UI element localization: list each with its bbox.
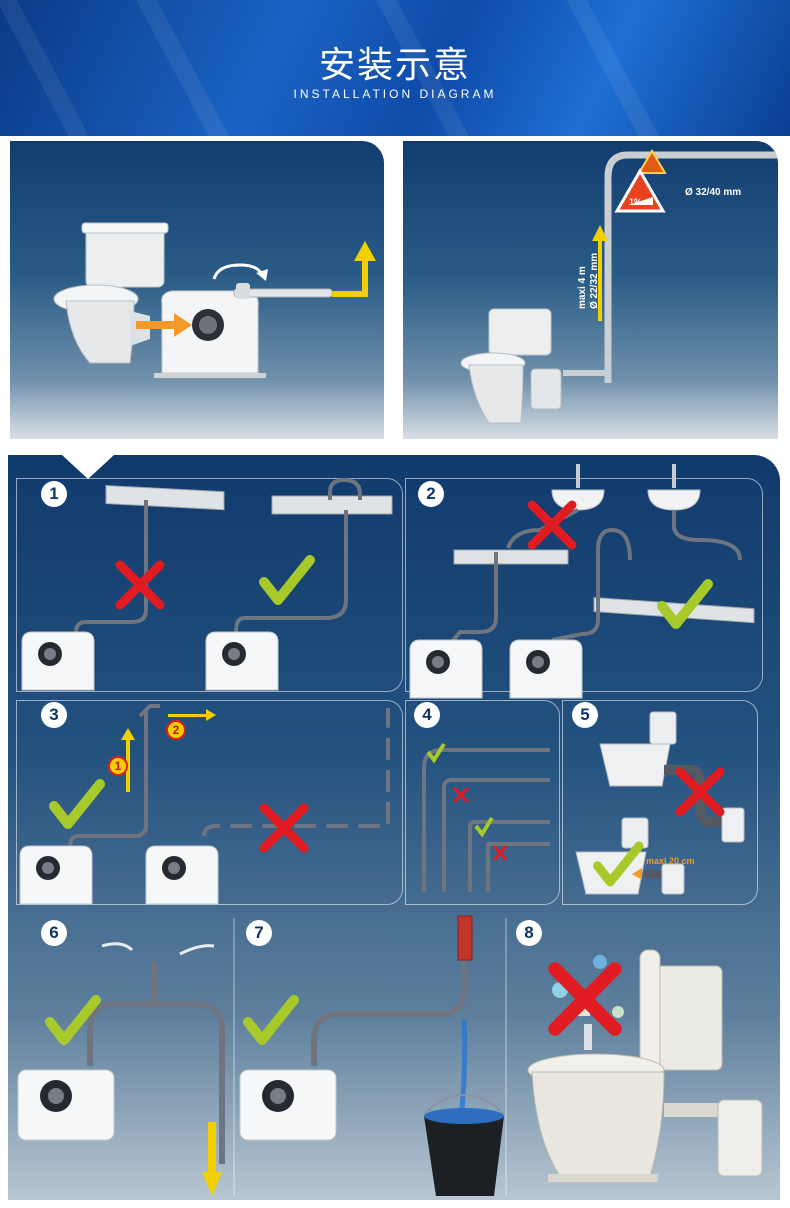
- step-3-marker-1: 1: [108, 756, 128, 776]
- step-number-6: 6: [41, 920, 67, 946]
- overview-illustration: [53, 222, 376, 378]
- overview-panel: [10, 141, 384, 439]
- up-arrow-icon: [592, 225, 608, 321]
- vertical-lift-panel: 1% Ø 32/40 mm maxi 4 m Ø 22/32 mm: [403, 141, 778, 439]
- step-3-frame: [16, 700, 403, 905]
- step-2-illustration: [409, 464, 755, 699]
- cross-icon: [532, 505, 572, 545]
- step-1-illustration: [21, 477, 393, 691]
- step-8-illustration: [527, 949, 763, 1182]
- cross-icon: [492, 845, 508, 861]
- cross-icon: [120, 565, 160, 605]
- up-arrow-icon: [121, 728, 135, 740]
- check-icon: [264, 560, 310, 600]
- step-number-3: 3: [41, 702, 67, 728]
- page-title: 安装示意: [318, 45, 471, 86]
- outer-pipe-label: Ø 32/40 mm: [685, 187, 742, 198]
- step-7-illustration: [239, 915, 505, 1196]
- check-icon: [248, 1000, 294, 1040]
- down-arrow-icon: [208, 1122, 216, 1174]
- step-number-1: 1: [41, 481, 67, 507]
- step-number-2: 2: [418, 481, 444, 507]
- step-1-frame: [16, 478, 403, 692]
- step-5-frame: [562, 700, 758, 905]
- up-arrow-icon: [332, 241, 376, 297]
- step-3-marker-2: 2: [166, 720, 186, 740]
- pump-unit-icon: [717, 1099, 763, 1177]
- step-4-illustration: [422, 742, 550, 892]
- step-6-illustration: [17, 942, 225, 1196]
- cross-icon: [555, 969, 615, 1029]
- slope-label: 1%: [629, 197, 643, 207]
- distance-label: maxi 20 cm: [646, 856, 695, 866]
- toilet-icon: [460, 308, 552, 424]
- check-icon: [54, 784, 100, 824]
- pump-unit-icon: [530, 368, 562, 410]
- sink-icon: [551, 464, 701, 511]
- toilet-icon: [53, 222, 169, 364]
- step-number-4: 4: [414, 702, 440, 728]
- cross-icon: [452, 786, 470, 804]
- vertical-lift-illustration: [460, 149, 778, 424]
- inlet-arrow-icon: [136, 313, 192, 337]
- pump-unit-icon: [721, 807, 745, 843]
- check-icon: [474, 816, 494, 838]
- step-number-7: 7: [246, 920, 272, 946]
- toilet-icon: [527, 949, 723, 1182]
- step-2-frame: [405, 478, 763, 692]
- step-4-frame: [405, 700, 560, 905]
- header-banner: 安装示意 INSTALLATION DIAGRAM: [0, 0, 790, 136]
- panel-notch: [62, 455, 114, 479]
- step-number-8: 8: [516, 920, 542, 946]
- step-number-5: 5: [572, 702, 598, 728]
- rotate-arrow-icon: [212, 263, 264, 280]
- step-5-illustration: [575, 711, 745, 895]
- page-subtitle: INSTALLATION DIAGRAM: [293, 87, 497, 101]
- step-3-illustration: [19, 704, 390, 905]
- check-icon: [426, 742, 446, 764]
- bucket-icon: [423, 1094, 505, 1196]
- warning-icon: [614, 149, 667, 213]
